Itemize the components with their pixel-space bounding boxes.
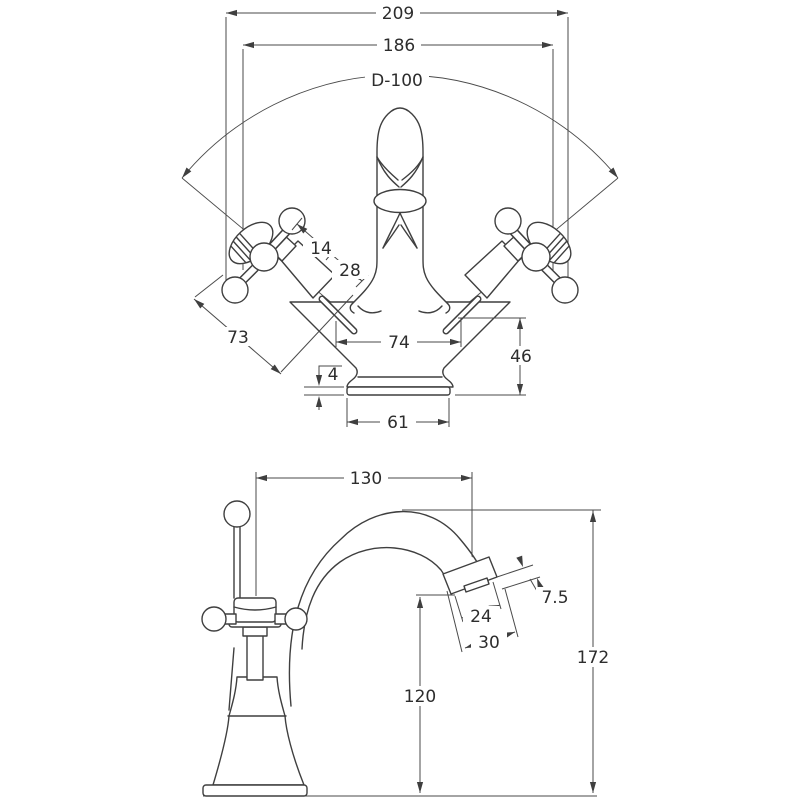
aerator-slot: [463, 577, 490, 593]
tap-body-side: [202, 647, 308, 797]
flare-curl-left: [349, 303, 355, 314]
valve-stem-side: [246, 633, 264, 681]
dim-label-base-plate: 4: [328, 365, 339, 385]
handle-ball: [278, 207, 306, 235]
handle-hub: [249, 242, 279, 272]
cross-handle-left: [221, 207, 358, 335]
dim-label-overall-width: 209: [382, 4, 414, 24]
handle-ball: [201, 606, 227, 632]
dim-label-overall-height: 172: [577, 648, 609, 668]
dim-label-handle-centres: 186: [383, 36, 415, 56]
handle-ball: [284, 607, 308, 631]
cross-handle-right: [446, 208, 578, 331]
swivel-ring: [373, 188, 427, 214]
dim-label-swivel-diameter: D-100: [371, 71, 423, 91]
handle-ball: [221, 276, 249, 304]
side-view: [201, 472, 601, 797]
cross-handle-side: [201, 597, 308, 681]
flare-curl-right: [445, 303, 451, 314]
dim-label-handle-length: 73: [227, 328, 249, 348]
dim-label-aerator-width: 24: [470, 607, 492, 627]
dim-label-stem-width: 14: [310, 239, 332, 259]
base-plate-side: [202, 784, 308, 797]
dimension-labels: 209 186 D-100 14 28 73 74 46 4 61 130 7.…: [220, 3, 614, 707]
dim-label-base-diameter: 61: [387, 413, 409, 433]
dim-label-spout-reach: 130: [350, 469, 382, 489]
base-plate-front: [346, 386, 451, 396]
dim-label-spout-end-width: 30: [478, 633, 500, 653]
dim-label-aerator-depth: 7.5: [541, 588, 568, 608]
dim-label-valve-width: 28: [339, 261, 361, 281]
spout-front: [349, 107, 451, 314]
dim-base-plate-lines: [304, 365, 344, 410]
dim-aerator-depth-lines: [496, 555, 544, 592]
pop-up-rod: [223, 500, 251, 599]
dim-label-inlet-centres: 74: [388, 333, 410, 353]
dim-label-outlet-height: 120: [404, 687, 436, 707]
dim-label-body-height: 46: [510, 347, 532, 367]
pop-up-rod-ball: [223, 500, 251, 528]
joint-fillet-left: [357, 305, 382, 314]
joint-fillet-right: [418, 305, 443, 314]
